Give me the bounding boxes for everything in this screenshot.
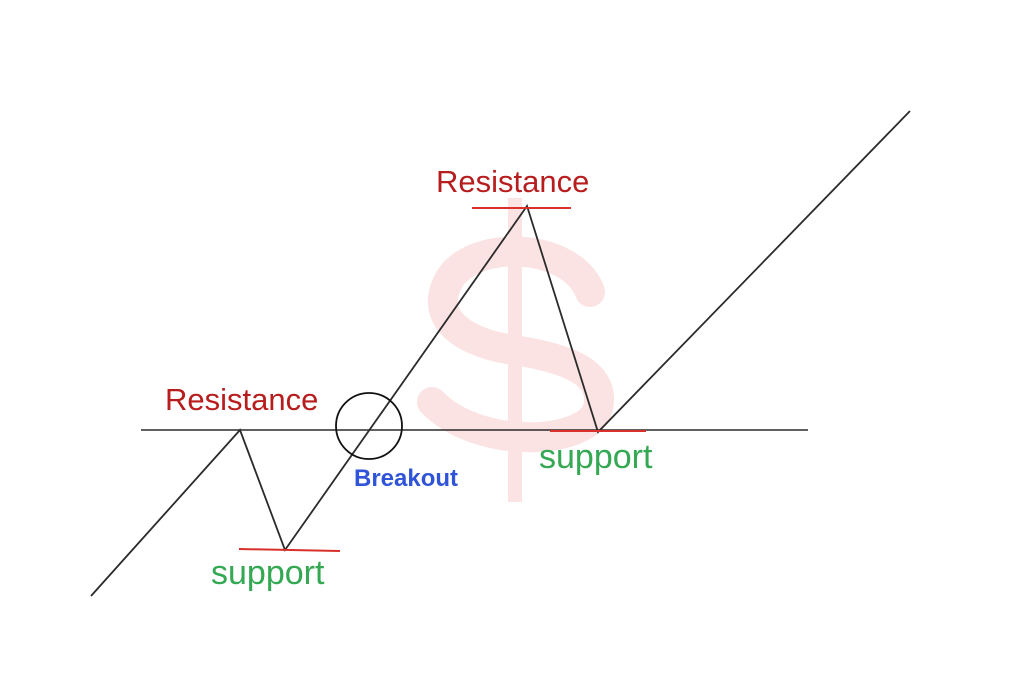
price-path [90,110,911,597]
breakout-label: Breakout [354,465,458,492]
support-label-right: support [539,438,653,476]
support-label-left: support [211,554,325,592]
support-marker-left [238,548,341,552]
dollar-sign-icon [417,198,614,502]
resistance-label-top: Resistance [436,164,589,199]
breakout-circle [335,392,403,460]
resistance-label-left: Resistance [165,382,318,417]
